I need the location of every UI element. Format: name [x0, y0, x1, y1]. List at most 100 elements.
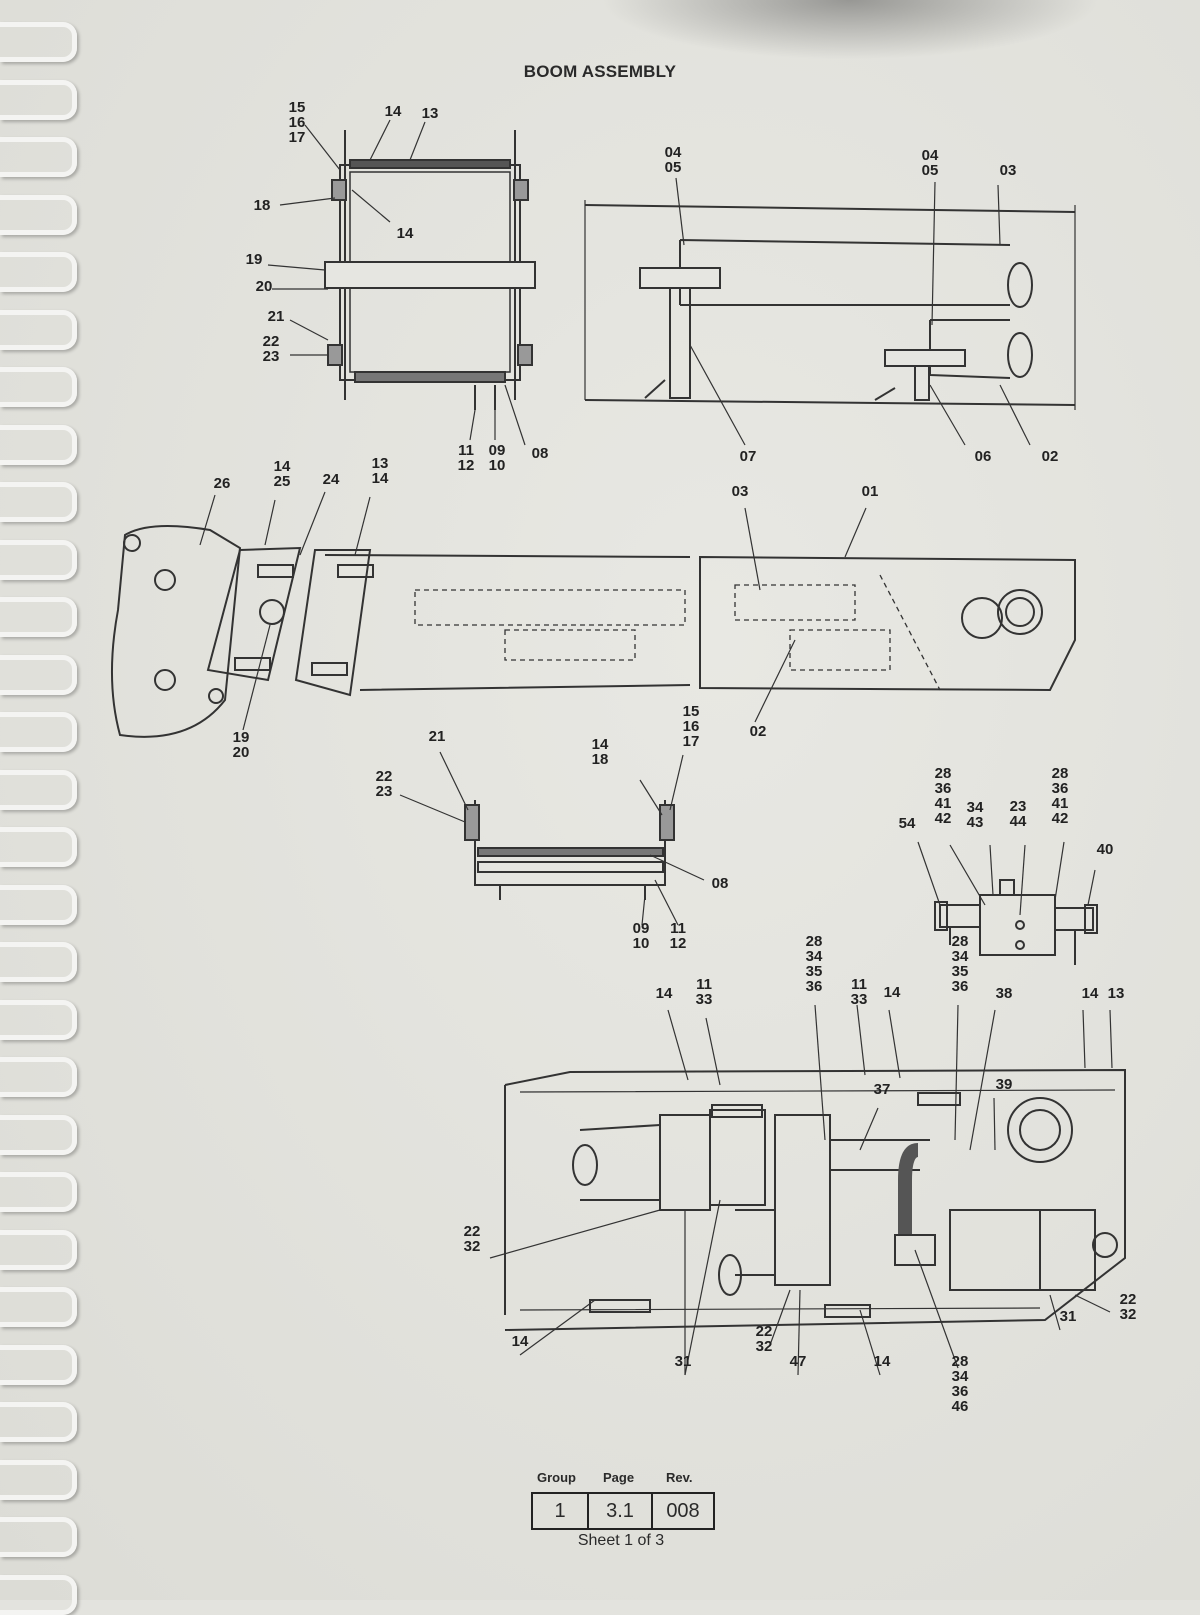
binding-ring: [0, 1287, 77, 1327]
rev-value: 008: [666, 1500, 700, 1522]
callout-label: 22 32: [1119, 1291, 1137, 1323]
callout-label: 11 12: [457, 442, 475, 474]
callout-label: 38: [995, 985, 1013, 1002]
callout-label: 31: [1059, 1308, 1077, 1325]
callout-label: 11 33: [695, 976, 713, 1008]
callout-label: 03: [731, 483, 749, 500]
binding-ring: [0, 309, 77, 350]
page-title: BOOM ASSEMBLY: [523, 62, 677, 81]
callout-label: 02: [1041, 448, 1059, 465]
binding-ring: [0, 1402, 77, 1442]
boom-head-view: [504, 1068, 1126, 1331]
binding-ring: [0, 942, 77, 982]
callout-label: 39: [995, 1076, 1013, 1093]
callout-label: 54: [898, 815, 916, 832]
callout-label: 14: [873, 1353, 891, 1370]
leaders-valve: [917, 841, 1096, 916]
leaders-head: [489, 1004, 1113, 1376]
binding-ring: [0, 1344, 77, 1385]
leaders-upper: [267, 119, 526, 446]
callout-label: 23 44: [1009, 798, 1027, 830]
callout-label: 31: [674, 1353, 692, 1370]
binding-ring: [0, 999, 77, 1040]
sheet-indicator: Sheet 1 of 3: [577, 1532, 665, 1549]
callout-label: 14 18: [591, 736, 609, 768]
binding-ring: [0, 482, 77, 522]
callout-label: 22 32: [463, 1223, 481, 1255]
binding-ring: [0, 539, 77, 580]
binding-ring: [0, 79, 77, 120]
callout-label: 37: [873, 1081, 891, 1098]
leaders-side: [199, 491, 867, 731]
callout-label: 28 36 41 42: [934, 765, 952, 827]
callout-label: 15 16 17: [682, 703, 700, 750]
binding-ring: [0, 884, 77, 925]
binding-ring: [0, 1229, 77, 1270]
group-label: Group: [537, 1470, 576, 1485]
callout-label: 07: [739, 448, 757, 465]
photo-shadow: [600, 0, 1100, 60]
page-label: Page: [603, 1470, 635, 1485]
binding-ring: [0, 137, 77, 177]
revision-box: 1 3.1 008: [531, 1492, 715, 1530]
binding-ring: [0, 597, 77, 637]
callout-label: 47: [789, 1353, 807, 1370]
binding-ring: [0, 22, 77, 62]
callout-label: 04 05: [921, 147, 939, 179]
callout-label: 14 25: [273, 458, 291, 490]
group-value: 1: [533, 1494, 589, 1528]
callout-label: 28 34 35 36: [951, 933, 969, 995]
callout-label: 01: [861, 483, 879, 500]
callout-label: 22 23: [262, 333, 280, 365]
callout-label: 28 34 36 46: [951, 1353, 969, 1415]
callout-label: 06: [974, 448, 992, 465]
binding-ring: [0, 367, 77, 407]
binding-ring: [0, 1459, 77, 1500]
callout-label: 11 33: [850, 976, 868, 1008]
callout-label: 26: [213, 475, 231, 492]
callout-label: 28 36 41 42: [1051, 765, 1069, 827]
callout-label: 28 34 35 36: [805, 933, 823, 995]
binding-ring: [0, 654, 77, 695]
valve-view: [934, 879, 1098, 965]
binding-ring: [0, 194, 77, 235]
binding-ring: [0, 1517, 77, 1557]
binding-ring: [0, 1114, 77, 1155]
callout-label: 24: [322, 471, 340, 488]
boom-side-view: [111, 525, 1076, 738]
callout-label: 21: [267, 308, 285, 325]
binding-ring: [0, 424, 77, 465]
callout-label: 19: [245, 251, 263, 268]
callout-label: 04 05: [664, 144, 682, 176]
binding-ring: [0, 252, 77, 292]
callout-label: 08: [711, 875, 729, 892]
binding-ring: [0, 769, 77, 810]
callout-label: 34 43: [966, 799, 984, 831]
callout-label: 18: [253, 197, 271, 214]
callout-label: 40: [1096, 841, 1114, 858]
callout-label: 13 14: [371, 455, 389, 487]
end-section-lower-view: [464, 800, 675, 900]
callout-label: 03: [999, 162, 1017, 179]
binding-ring: [0, 1172, 77, 1212]
callout-label: 08: [531, 445, 549, 462]
leaders-lower: [399, 751, 705, 926]
callout-label: 02: [749, 723, 767, 740]
binding-ring: [0, 827, 77, 867]
callout-label: 22 32: [755, 1323, 773, 1355]
callout-label: 13: [1107, 985, 1125, 1002]
callout-label: 14: [655, 985, 673, 1002]
callout-label: 21: [428, 728, 446, 745]
callout-label: 14: [1081, 985, 1099, 1002]
page-value: 3.1: [589, 1494, 653, 1528]
binding-ring: [0, 712, 77, 752]
callout-label: 14: [384, 103, 402, 120]
callout-label: 19 20: [232, 729, 250, 761]
callout-label: 13: [421, 105, 439, 122]
end-section-upper-view: [324, 130, 536, 410]
callout-label: 11 12: [669, 920, 687, 952]
callout-label: 20: [255, 278, 273, 295]
callout-label: 22 23: [375, 768, 393, 800]
